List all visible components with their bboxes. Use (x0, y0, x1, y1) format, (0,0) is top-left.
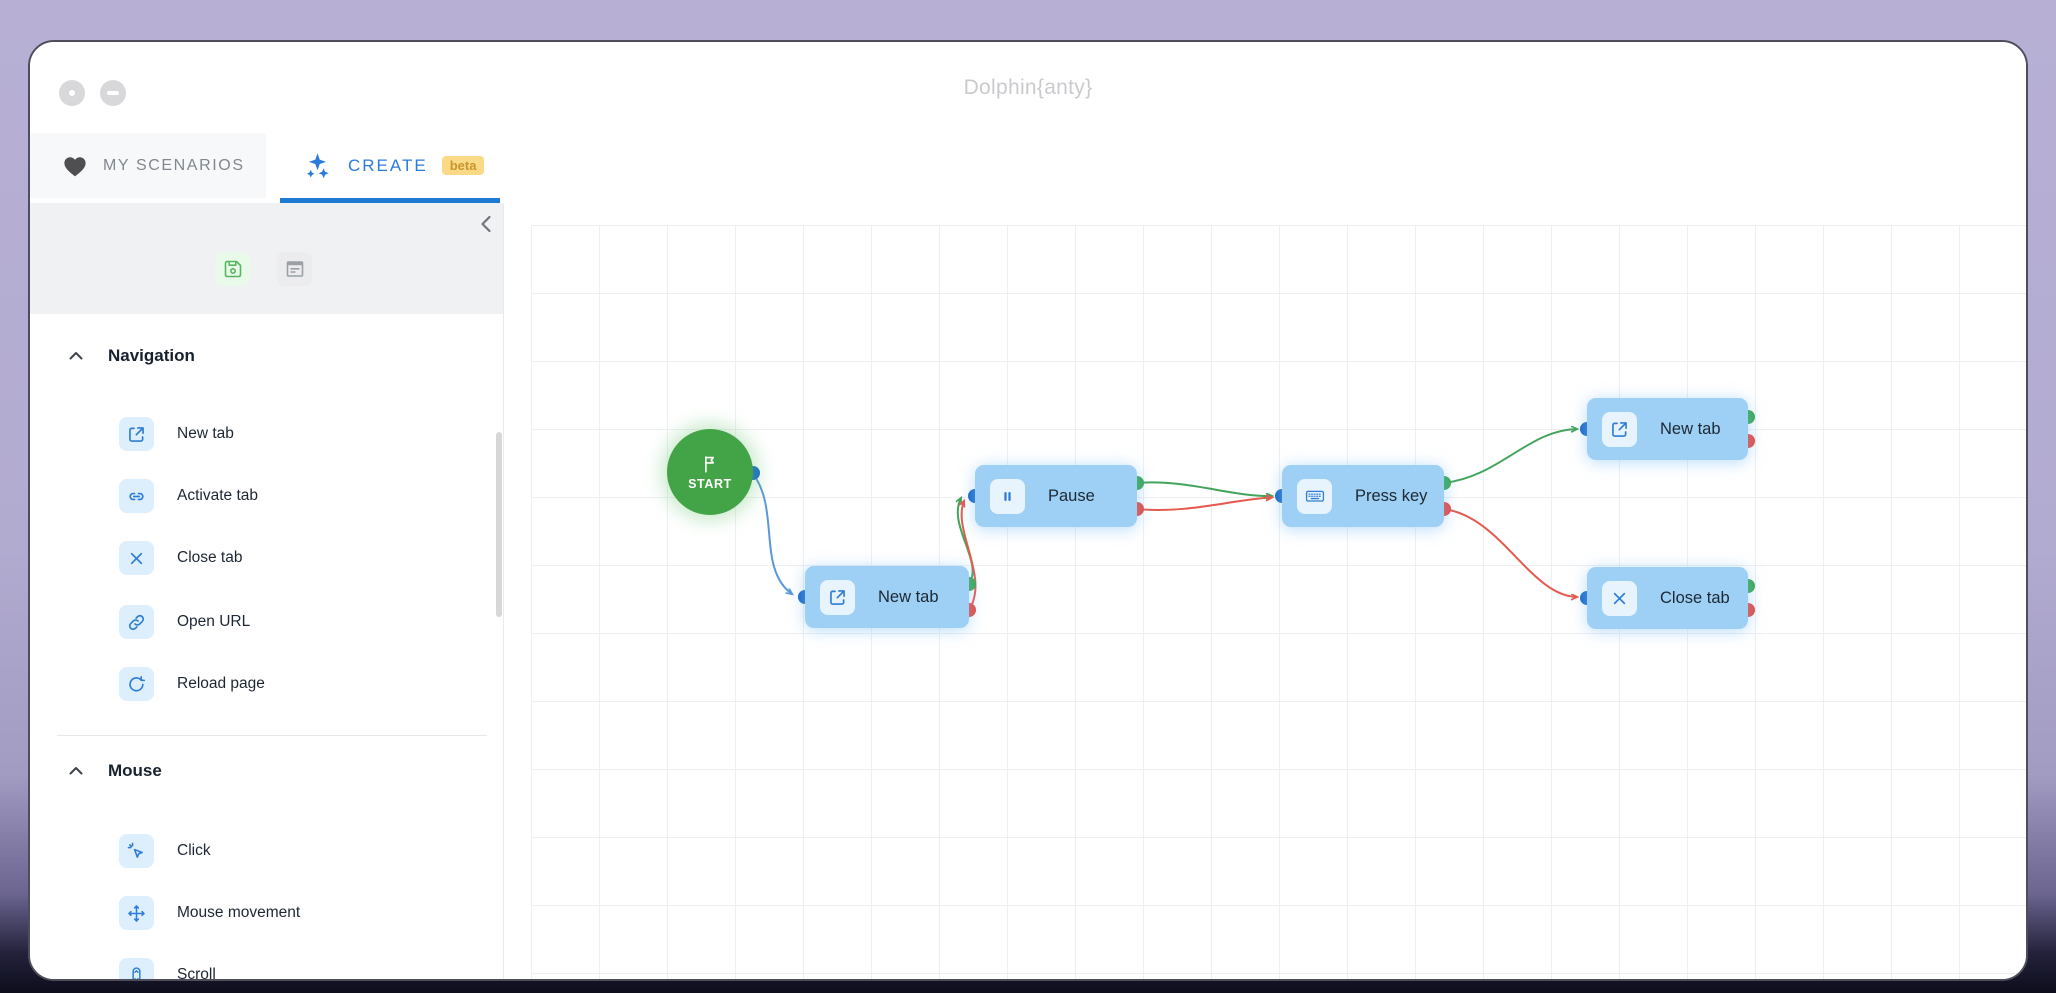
flow-canvas[interactable]: START New tab Pause (531, 225, 2026, 979)
chain-link-icon (119, 605, 154, 639)
node-label: Pause (1048, 486, 1095, 505)
chevron-up-icon (66, 761, 86, 781)
tab-bar: MY SCENARIOS CREATE beta (30, 133, 2026, 285)
sidebar-item-open-url[interactable]: Open URL (119, 605, 250, 639)
section-divider (57, 735, 487, 736)
close-dot-icon (69, 90, 75, 96)
window-title: Dolphin{anty} (963, 75, 1093, 99)
close-icon (119, 541, 154, 575)
tab-my-scenarios[interactable]: MY SCENARIOS (30, 133, 266, 198)
node-label: Close tab (1660, 588, 1730, 607)
sidebar-item-label: Activate tab (177, 487, 258, 504)
chevron-up-icon (66, 346, 86, 366)
actions-sidebar: Navigation New tab (30, 203, 504, 979)
flag-icon (699, 453, 721, 475)
edge-pause-error-to-presskey[interactable] (1136, 498, 1272, 511)
new-tab-icon (1602, 411, 1637, 447)
flow-edges (746, 410, 1755, 617)
cursor-click-icon (119, 834, 154, 868)
section-header-navigation[interactable]: Navigation (66, 346, 195, 366)
window-close-button[interactable] (59, 80, 85, 106)
refresh-icon (119, 667, 154, 701)
section-title: Mouse (108, 761, 162, 780)
sidebar-item-activate-tab[interactable]: Activate tab (119, 479, 258, 513)
sparkles-icon (304, 152, 331, 179)
keyboard-icon (1297, 478, 1332, 514)
node-new-tab-2[interactable]: New tab (1587, 398, 1748, 460)
node-label: New tab (1660, 419, 1721, 438)
edge-presskey-error-to-closetab[interactable] (1443, 508, 1577, 597)
sidebar-item-label: Open URL (177, 613, 251, 630)
save-button[interactable] (215, 252, 250, 286)
edge-pause-success-to-presskey[interactable] (1136, 481, 1272, 496)
sidebar-item-mouse-movement[interactable]: Mouse movement (119, 896, 300, 930)
heart-icon (60, 151, 90, 181)
sidebar-item-label: Mouse movement (177, 904, 301, 921)
tab-label: CREATE (348, 155, 428, 175)
tab-label: MY SCENARIOS (103, 156, 245, 174)
chevron-left-icon (481, 215, 491, 233)
sidebar-item-label: Close tab (177, 549, 243, 566)
form-button[interactable] (277, 252, 312, 286)
collapse-sidebar-button[interactable] (475, 212, 499, 236)
sidebar-item-label: Click (177, 842, 211, 859)
edge-presskey-success-to-newtab2[interactable] (1443, 429, 1577, 484)
close-icon (1602, 580, 1637, 616)
sidebar-item-label: Scroll (177, 966, 216, 979)
window-minimize-button[interactable] (100, 80, 126, 106)
link-icon (119, 479, 154, 513)
sidebar-item-label: Reload page (177, 675, 265, 692)
sidebar-item-click[interactable]: Click (119, 834, 211, 868)
save-icon (224, 260, 241, 278)
node-press-key[interactable]: Press key (1282, 465, 1444, 527)
active-tab-underline (280, 198, 500, 203)
new-tab-icon (119, 417, 154, 451)
edge-newtab-error-to-pause[interactable] (962, 501, 977, 611)
sidebar-scrollbar[interactable] (496, 432, 502, 617)
node-label: New tab (878, 587, 939, 606)
section-title: Navigation (108, 346, 195, 365)
node-new-tab-1[interactable]: New tab (805, 566, 969, 628)
node-label: Press key (1355, 486, 1428, 505)
pause-icon (990, 478, 1025, 514)
sidebar-item-label: New tab (177, 425, 234, 442)
node-label: START (688, 477, 732, 491)
scroll-icon (119, 958, 154, 979)
node-pause[interactable]: Pause (975, 465, 1137, 527)
edge-newtab-success-to-pause[interactable] (958, 498, 974, 585)
app-window: Dolphin{anty} MY SCENARIOS CREATE (28, 40, 2028, 981)
sidebar-item-scroll[interactable]: Scroll (119, 958, 216, 979)
sidebar-item-close-tab[interactable]: Close tab (119, 541, 242, 575)
section-header-mouse[interactable]: Mouse (66, 761, 162, 781)
new-tab-icon (820, 579, 855, 615)
node-close-tab[interactable]: Close tab (1587, 567, 1748, 629)
form-icon (286, 261, 303, 277)
edge-start-to-newtab[interactable] (752, 473, 792, 594)
sidebar-item-reload-page[interactable]: Reload page (119, 667, 265, 701)
beta-badge: beta (441, 156, 485, 175)
tab-create[interactable]: CREATE beta (280, 133, 500, 198)
move-arrows-icon (119, 896, 154, 930)
node-start[interactable]: START (667, 429, 753, 515)
minimize-dash-icon (107, 91, 119, 95)
sidebar-item-new-tab[interactable]: New tab (119, 417, 234, 451)
window-titlebar: Dolphin{anty} (30, 42, 2026, 134)
sidebar-toolbar (30, 203, 503, 314)
